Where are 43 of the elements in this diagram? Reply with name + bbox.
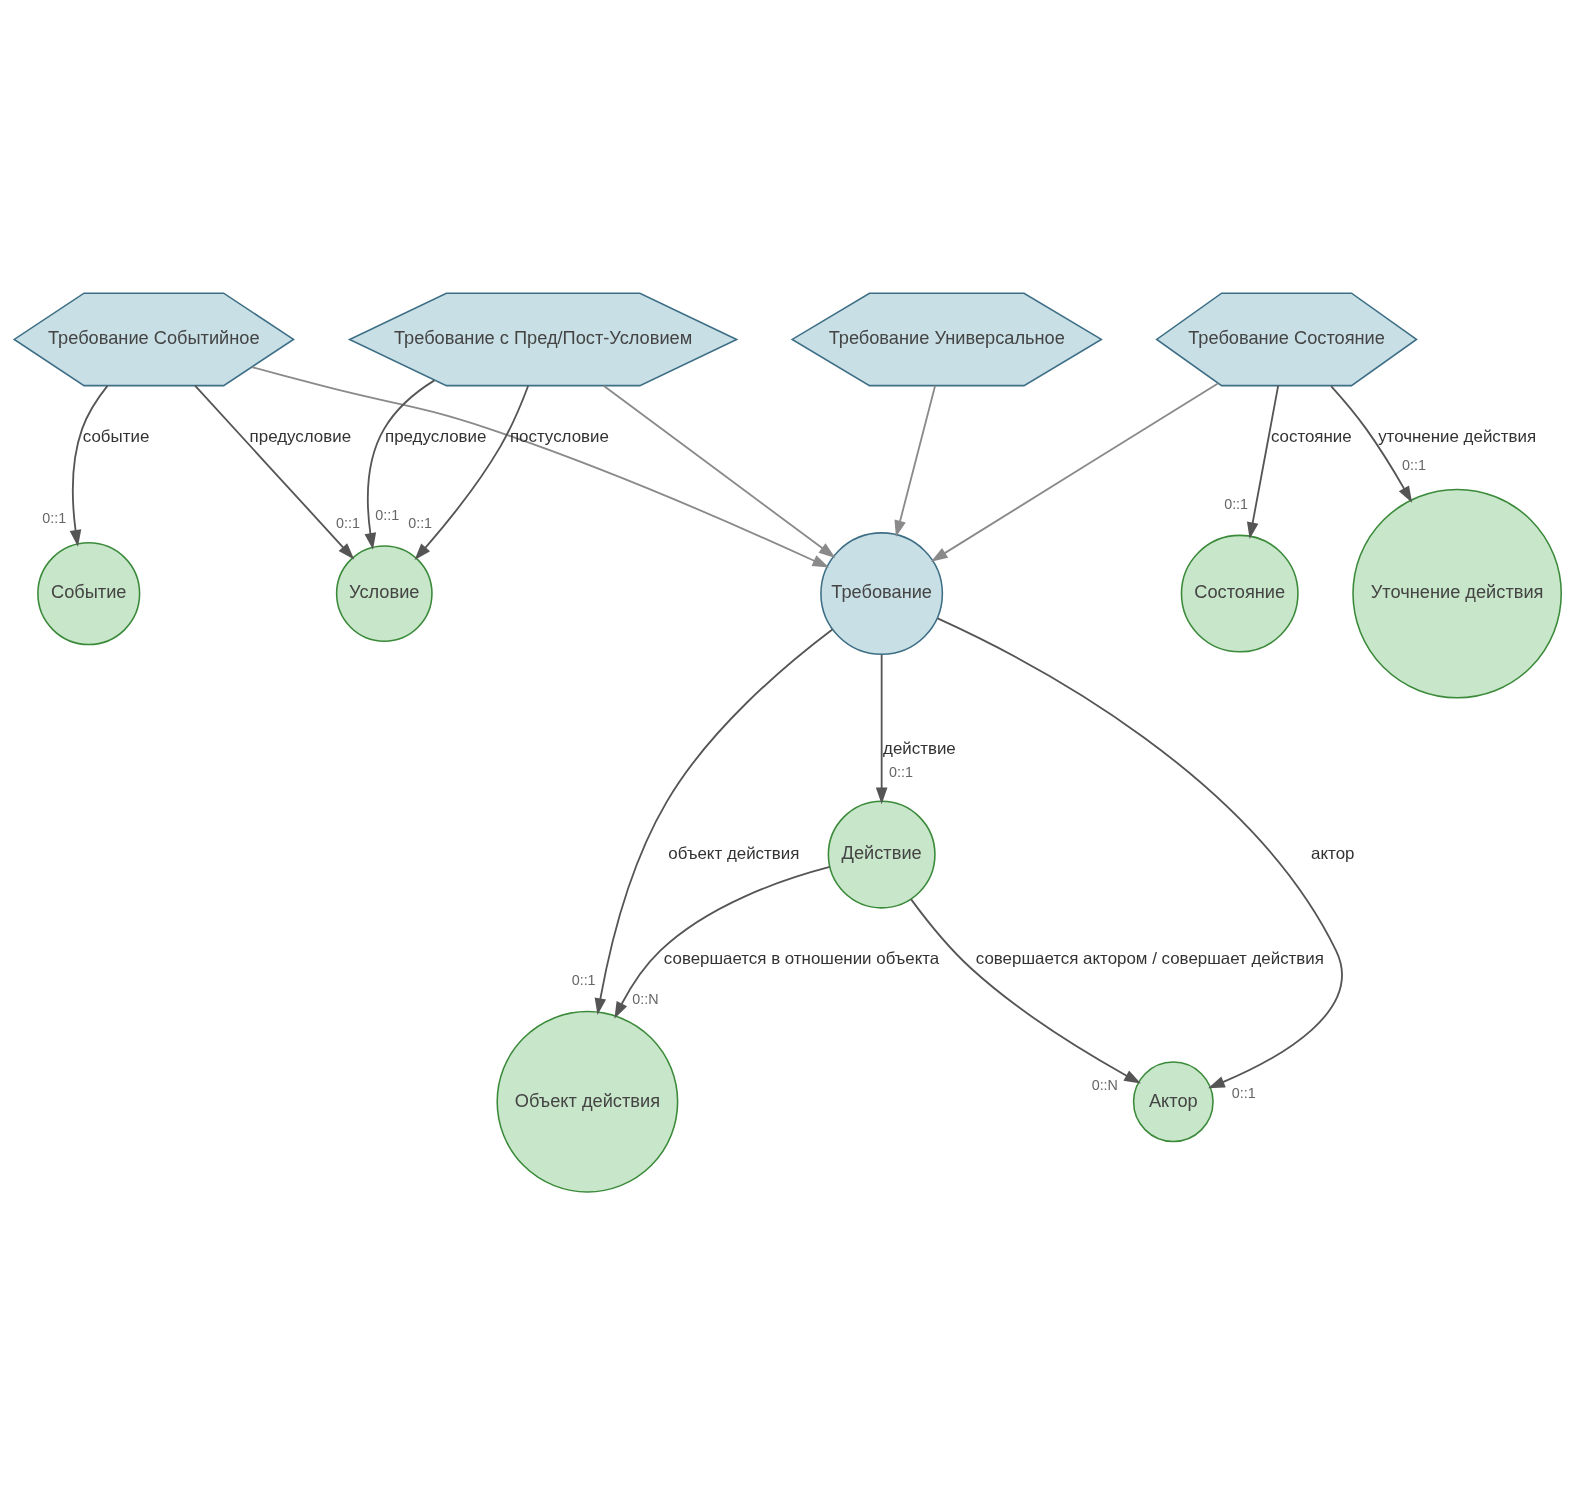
node-circle: Состояние xyxy=(1180,534,1299,653)
label: 0::1 xyxy=(889,764,913,781)
label: 0::1 xyxy=(1402,457,1426,474)
arrow xyxy=(69,384,109,547)
edge-label: действие xyxy=(883,738,956,758)
arrow xyxy=(936,617,1343,1089)
edge-label: предусловие xyxy=(249,427,352,447)
edge-label: совершается актором / совершает действия xyxy=(975,949,1324,969)
label: 0::1 xyxy=(336,514,360,531)
label: 0::1 xyxy=(571,972,596,989)
arrow xyxy=(894,384,936,538)
arrow xyxy=(1246,384,1280,539)
edge-label: актор xyxy=(1311,844,1355,864)
label: 0::1 xyxy=(375,507,400,524)
arrow xyxy=(1330,385,1413,503)
edge-label: уточнение действия xyxy=(1378,427,1537,447)
arrow xyxy=(930,382,1219,562)
edge-label: объект действия xyxy=(668,844,800,864)
label: 0::N xyxy=(1091,1076,1118,1093)
label: 0::1 xyxy=(42,510,67,527)
arrow xyxy=(364,379,436,550)
arrow xyxy=(194,384,355,560)
node-circle: Актор xyxy=(1132,1061,1214,1143)
arrow xyxy=(414,385,529,560)
arrow xyxy=(910,898,1141,1084)
edge-label: событие xyxy=(82,427,150,447)
node-circle: Объект действия xyxy=(496,1010,679,1193)
node-circle: Событие xyxy=(37,542,141,646)
edge-label: постусловие xyxy=(509,427,609,447)
node-circle: Действие xyxy=(827,800,936,909)
label: 0::1 xyxy=(1231,1085,1256,1102)
arrow xyxy=(875,653,888,805)
arrow xyxy=(251,366,830,568)
edge-label: предусловие xyxy=(384,427,487,447)
label: 0::1 xyxy=(1224,496,1249,513)
label: 0::N xyxy=(632,990,659,1007)
label: 0::1 xyxy=(408,514,433,531)
arrow xyxy=(614,866,831,1019)
arrow xyxy=(594,628,834,1015)
edge-label: совершается в отношении объекта xyxy=(663,949,940,969)
edge-label: состояние xyxy=(1270,427,1352,447)
node-circle: Уточнение действия xyxy=(1352,488,1563,699)
arrow xyxy=(602,384,836,558)
